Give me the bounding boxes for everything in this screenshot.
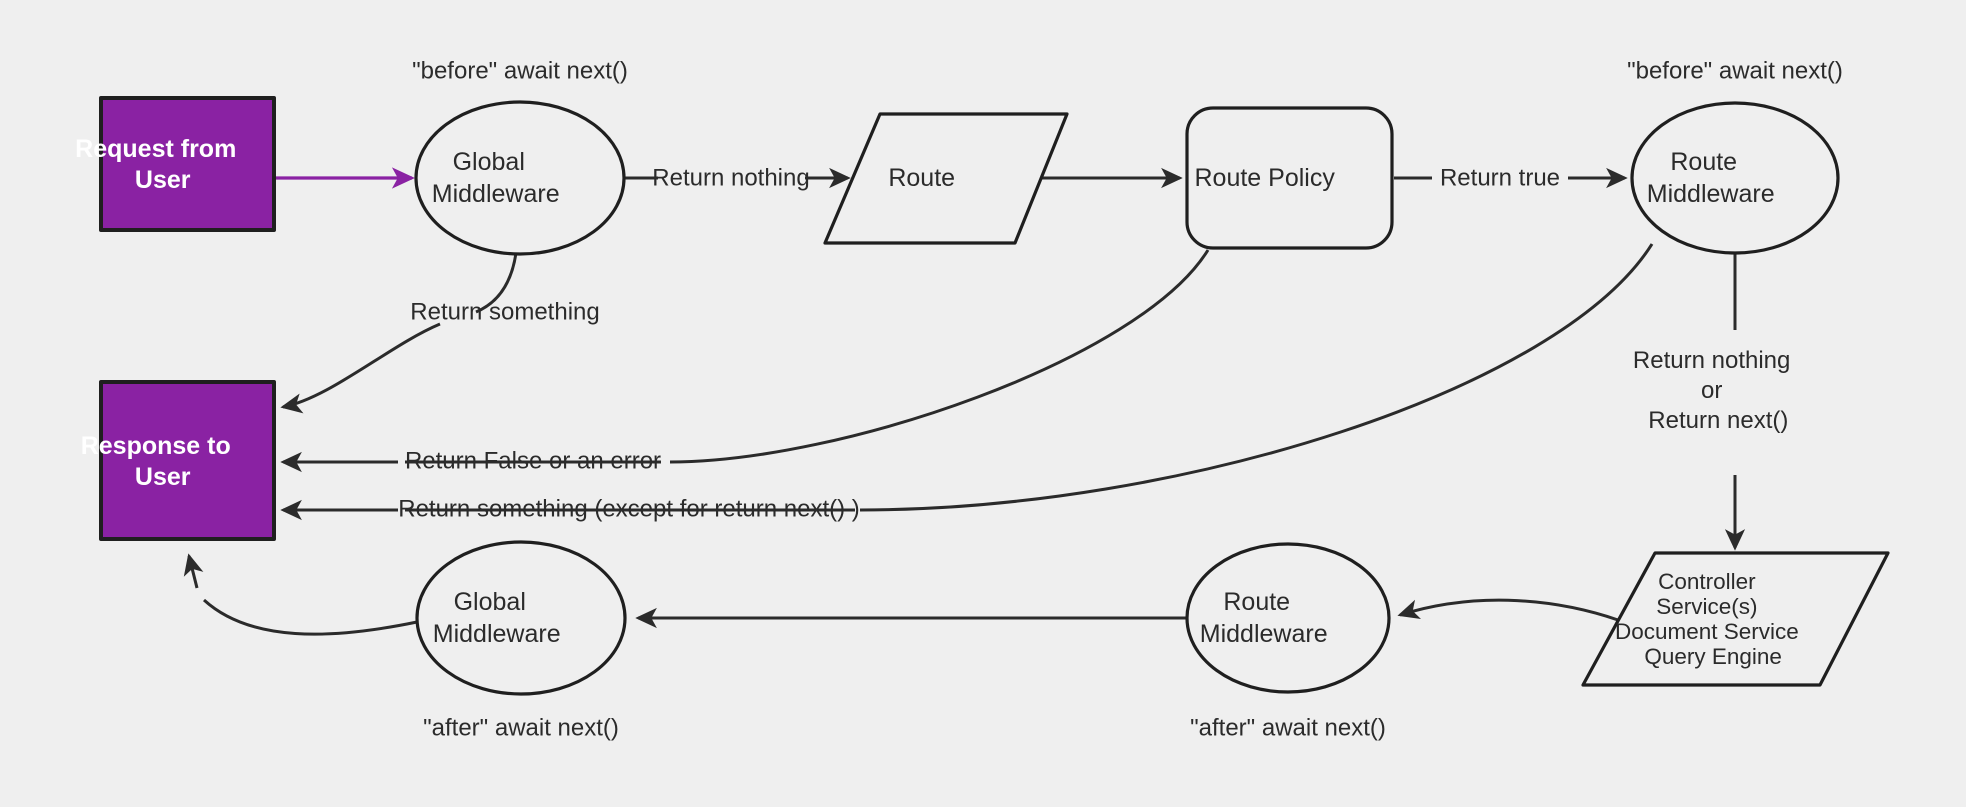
request-from-user-box[interactable]	[99, 96, 276, 232]
annotation-after-await-next-global: "after" await next()	[423, 714, 619, 741]
annotation-before-await-next-route-middleware: "before" await next()	[1627, 57, 1843, 84]
node-global-middleware-after[interactable]: Global Middleware	[415, 540, 627, 696]
response-to-user-box[interactable]	[99, 380, 276, 541]
edge-label-return-false-or-error: Return False or an error	[405, 447, 661, 474]
annotation-before-await-next-global: "before" await next()	[412, 57, 628, 84]
edge-global-to-response	[280, 322, 441, 414]
edge-global-after-to-response-curve	[202, 598, 418, 636]
route-label: Route	[888, 164, 1003, 192]
edge-global-to-response-upper	[475, 252, 518, 314]
node-route-middleware-after[interactable]: Route Middleware	[1185, 542, 1391, 694]
route-policy-box[interactable]	[1185, 106, 1394, 250]
node-route-middleware-before[interactable]: Route Middleware	[1630, 101, 1840, 255]
node-response-to-user[interactable]: Response to User	[81, 380, 294, 541]
route-policy-label: Route Policy	[1195, 164, 1384, 192]
node-route[interactable]: Route	[823, 112, 1069, 245]
global-middleware-before-label: Global Middleware	[432, 148, 608, 208]
edge-routemw-to-response-curve	[859, 243, 1654, 512]
global-middleware-after-label: Global Middleware	[433, 588, 609, 648]
controller-parallelogram[interactable]	[1581, 551, 1890, 687]
node-route-policy[interactable]: Route Policy	[1185, 106, 1394, 250]
edge-label-return-nothing-or-return-next: Return nothing or Return next()	[1633, 347, 1837, 434]
route-middleware-before-ellipse[interactable]	[1630, 101, 1840, 255]
annotation-after-await-next-route-middleware: "after" await next()	[1190, 714, 1386, 741]
edge-global-middleware-after-to-response	[183, 553, 204, 589]
global-middleware-after-ellipse[interactable]	[415, 540, 627, 696]
global-middleware-before-ellipse[interactable]	[414, 100, 626, 256]
node-request-from-user[interactable]: Request from User	[75, 96, 299, 232]
edge-policy-to-response-curve	[669, 249, 1210, 464]
response-to-user-label: Response to User	[81, 432, 294, 491]
route-parallelogram[interactable]	[823, 112, 1069, 245]
edge-label-return-nothing: Return nothing	[652, 164, 809, 191]
route-middleware-after-label: Route Middleware	[1200, 588, 1376, 648]
request-from-user-label: Request from User	[75, 135, 299, 194]
edge-controller-to-route-middleware-after	[1397, 598, 1619, 622]
route-middleware-before-label: Route Middleware	[1647, 148, 1823, 208]
node-global-middleware-before[interactable]: Global Middleware	[414, 100, 626, 256]
edge-label-return-something-except-next: Return something (except for return next…	[398, 495, 860, 522]
route-middleware-after-ellipse[interactable]	[1185, 542, 1391, 694]
edge-label-return-something: Return something	[410, 298, 599, 325]
edge-label-return-true: Return true	[1440, 164, 1560, 191]
controller-label: Controller Service(s) Document Service Q…	[1615, 569, 1855, 669]
node-controller[interactable]: Controller Service(s) Document Service Q…	[1581, 551, 1890, 687]
